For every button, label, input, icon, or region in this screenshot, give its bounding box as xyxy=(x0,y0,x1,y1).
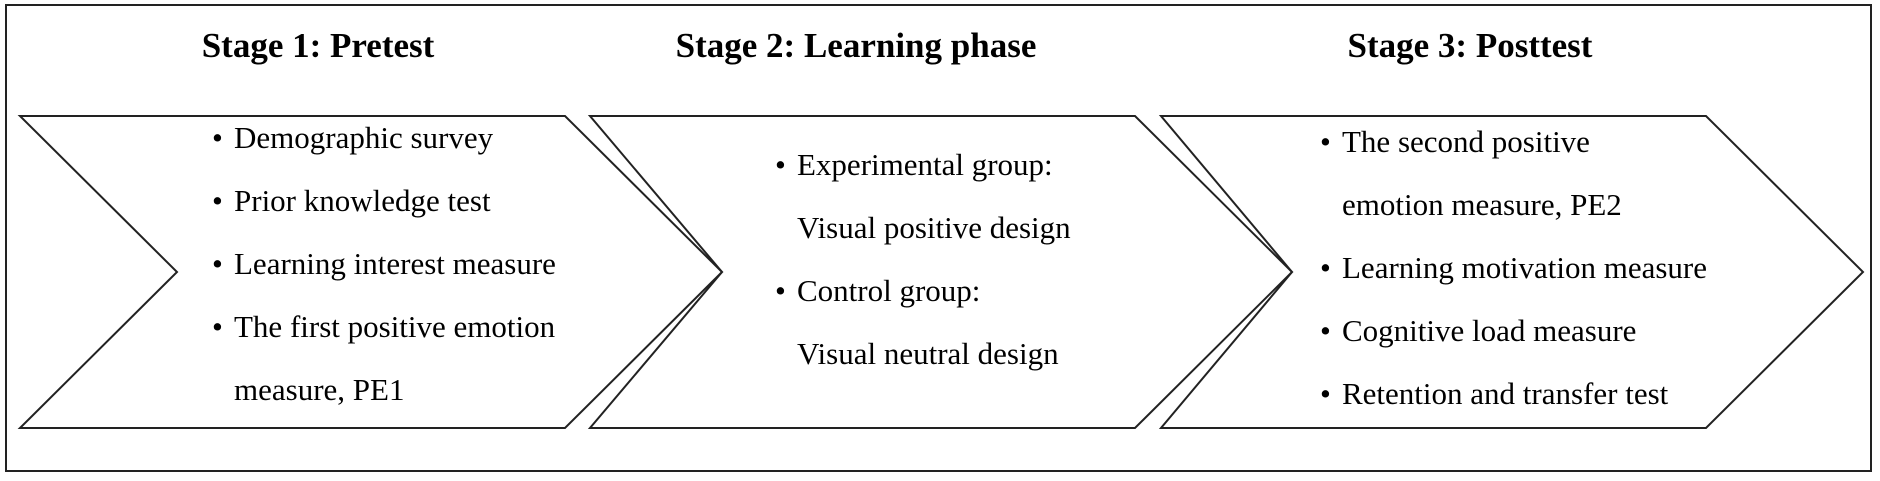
bullet-item: •Cognitive load measure xyxy=(1320,313,1637,348)
stage-3-title: Stage 3: Posttest xyxy=(1347,26,1593,65)
bullet-item: •Prior knowledge test xyxy=(212,183,491,218)
stage-3-chevron xyxy=(1158,115,1865,429)
stage-2-chevron xyxy=(587,115,1294,429)
bullet-item: •Retention and transfer test xyxy=(1320,376,1669,411)
stage-2-title: Stage 2: Learning phase xyxy=(675,26,1037,65)
bullet-item: •Experimental group: xyxy=(775,147,1053,182)
stage-1-chevron xyxy=(17,115,724,429)
stage-1-bullets: •Demographic survey •Prior knowledge tes… xyxy=(212,106,556,421)
bullet-item: •The second positive xyxy=(1320,124,1590,159)
bullet-item-continuation: Visual neutral design xyxy=(797,336,1059,371)
bullet-item-continuation: measure, PE1 xyxy=(234,372,405,407)
stage-1-title: Stage 1: Pretest xyxy=(201,26,435,65)
bullet-item: •Learning motivation measure xyxy=(1320,250,1707,285)
bullet-item: •Learning interest measure xyxy=(212,246,556,281)
bullet-item: •Demographic survey xyxy=(212,120,494,155)
bullet-item-continuation: Visual positive design xyxy=(797,210,1071,245)
diagram-frame xyxy=(5,4,1872,472)
stage-3-bullets: •The second positive emotion measure, PE… xyxy=(1320,110,1707,425)
stage-2-bullets: •Experimental group: Visual positive des… xyxy=(775,133,1071,385)
bullet-item-continuation: emotion measure, PE2 xyxy=(1342,187,1622,222)
bullet-item: •Control group: xyxy=(775,273,981,308)
bullet-item: •The first positive emotion xyxy=(212,309,556,344)
